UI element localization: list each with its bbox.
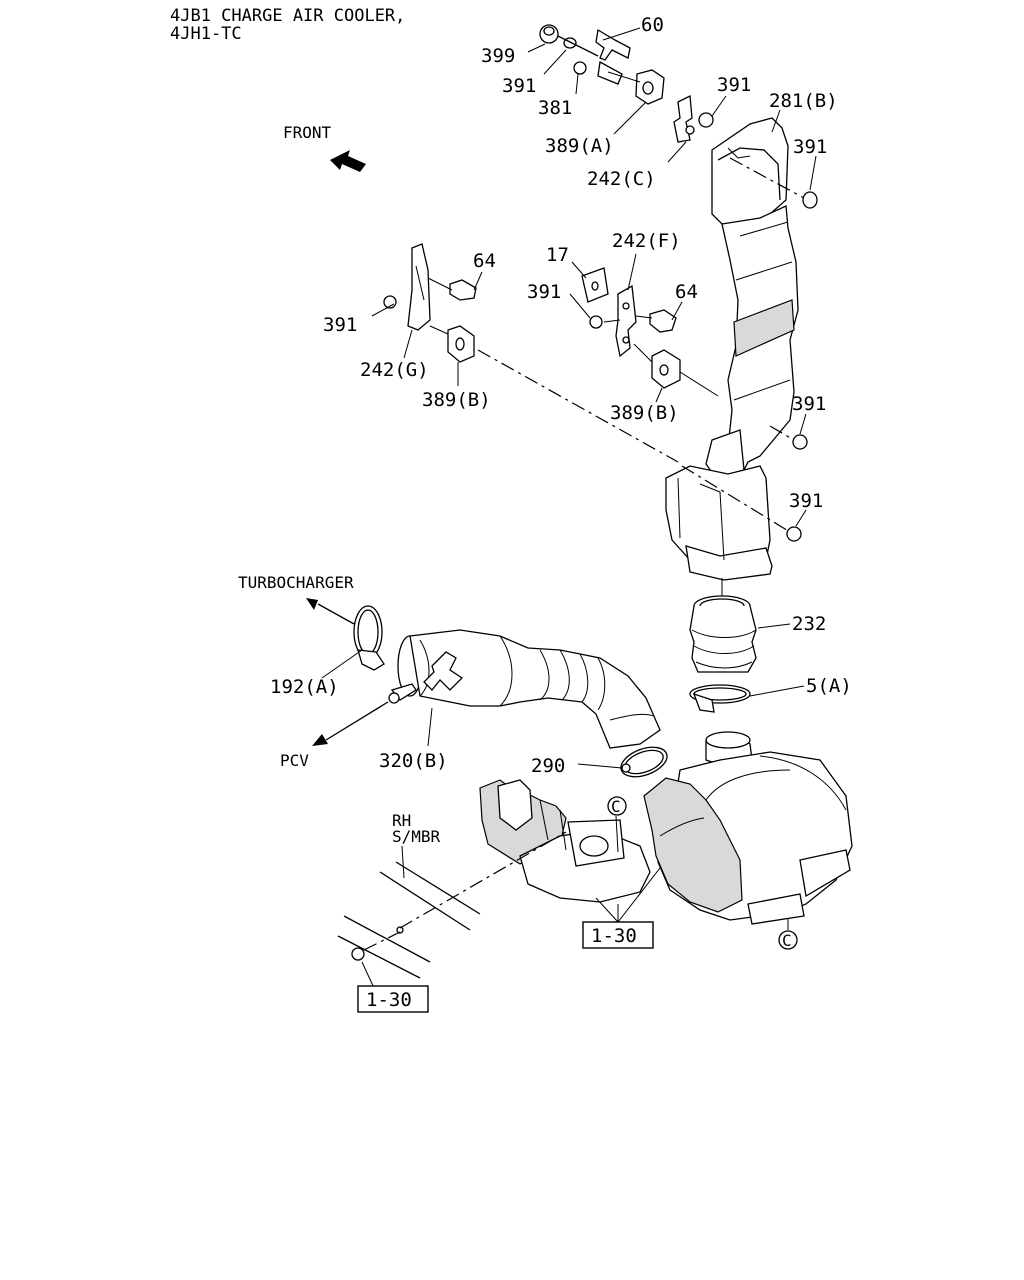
upper-bracket-assembly <box>539 24 665 105</box>
callout-381: 381 <box>538 97 572 119</box>
nut-391-right-lower <box>786 526 802 542</box>
pcv-label: PCV <box>280 751 309 770</box>
callout-389b-left: 389(B) <box>422 389 491 411</box>
intake-pipe-320b <box>388 629 661 749</box>
callout-391-right-lower: 391 <box>789 490 823 512</box>
callout-391-duct: 391 <box>793 136 827 158</box>
rubber-hose-232 <box>689 578 757 673</box>
air-cleaner-housing <box>643 731 853 925</box>
callout-232: 232 <box>792 613 826 635</box>
air-cleaner-bracket <box>479 779 651 903</box>
svg-text:C: C <box>782 931 792 950</box>
bracket-242f-assembly <box>581 267 719 397</box>
callout-391-left: 391 <box>323 314 357 336</box>
nut-391-duct-top <box>802 191 818 209</box>
callout-17: 17 <box>546 244 569 266</box>
turbocharger-label: TURBOCHARGER <box>238 573 354 592</box>
callout-5a: 5(A) <box>806 675 852 697</box>
page-ref-box-left[interactable]: 1-30 <box>357 985 429 1013</box>
callout-290: 290 <box>531 755 565 777</box>
callout-242c: 242(C) <box>587 168 656 190</box>
callout-192a: 192(A) <box>270 676 339 698</box>
callout-64-right: 64 <box>675 281 698 303</box>
hose-clamp-5a <box>689 684 751 713</box>
callout-391-middle: 391 <box>527 281 561 303</box>
circle-ref-c-upper: C <box>607 796 627 816</box>
page-ref-label-left: 1-30 <box>366 989 412 1011</box>
nut-391-right-upper <box>792 434 808 450</box>
pcv-arrow-icon <box>312 734 328 746</box>
front-label: FRONT <box>283 123 332 142</box>
callout-242f: 242(F) <box>612 230 681 252</box>
callout-391-right-upper: 391 <box>792 393 826 415</box>
bracket-242g-assembly <box>383 243 679 463</box>
front-arrow-icon <box>330 150 366 172</box>
side-member <box>337 831 567 979</box>
circle-ref-c-lower: C <box>778 930 798 950</box>
diagram-title: 4JB1 CHARGE AIR COOLER, <box>170 6 405 26</box>
turbocharger-arrow-icon <box>306 598 318 610</box>
callout-389a: 389(A) <box>545 135 614 157</box>
o-ring-290 <box>620 746 668 778</box>
callout-242g: 242(G) <box>360 359 429 381</box>
callout-391-upper-right: 391 <box>717 74 751 96</box>
callout-399: 399 <box>481 45 515 67</box>
page-ref-box-right[interactable]: 1-30 <box>582 921 654 949</box>
callout-60: 60 <box>641 14 664 36</box>
side-member-label: S/MBR <box>392 827 441 846</box>
charge-air-duct <box>665 117 799 581</box>
callout-391-top: 391 <box>502 75 536 97</box>
callout-64-left: 64 <box>473 250 496 272</box>
svg-text:C: C <box>611 797 621 816</box>
diagram-subtitle: 4JH1-TC <box>170 24 242 44</box>
page-ref-label-right: 1-30 <box>591 925 637 947</box>
rh-label: RH <box>392 811 411 830</box>
callout-320b: 320(B) <box>379 750 448 772</box>
bracket-242c <box>673 94 714 143</box>
callout-281b: 281(B) <box>769 90 838 112</box>
leader-lines <box>321 27 817 989</box>
hose-clamp-192a <box>353 605 385 671</box>
callout-389b-right: 389(B) <box>610 402 679 424</box>
